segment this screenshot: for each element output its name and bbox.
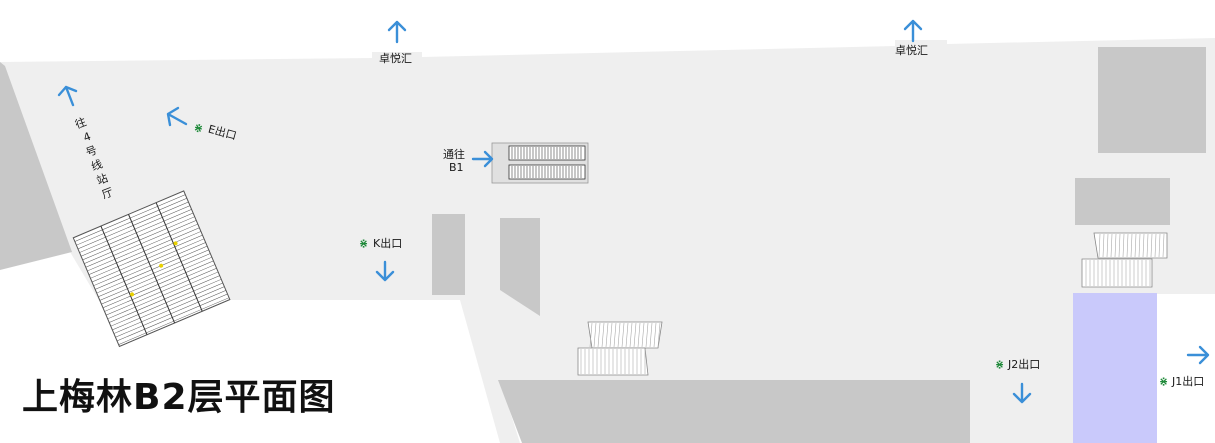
arrow-icon <box>166 106 188 127</box>
arrow-icon <box>387 20 407 44</box>
arrow-icon <box>1012 382 1032 404</box>
label-to-line4: 往 4 号 线 站 厅 <box>73 114 115 201</box>
hatch-line <box>1118 233 1121 258</box>
hatch-line <box>641 322 645 348</box>
hatch-line <box>613 322 617 348</box>
hatch-line <box>629 322 633 348</box>
svg-text:4: 4 <box>81 130 92 145</box>
concourse-floor <box>0 38 1215 443</box>
label-zhuoyue-left: 卓悦汇 <box>379 51 412 65</box>
hatch-line <box>649 322 653 348</box>
column <box>432 214 465 295</box>
label-to-b1-line2: B1 <box>449 161 464 174</box>
stairs-middle-lines <box>580 322 661 374</box>
label-zhuoyue-right: 卓悦汇 <box>895 43 928 57</box>
hatch-line <box>645 322 649 348</box>
svg-text:站: 站 <box>94 170 109 187</box>
arrow-icon <box>903 19 923 43</box>
label-to-b1-line1: 通往 <box>443 147 465 161</box>
column <box>500 218 540 316</box>
hatch-line <box>609 322 613 348</box>
svg-text:往: 往 <box>73 114 88 131</box>
hatch-line <box>1142 233 1145 258</box>
right-block-mid <box>1075 178 1170 225</box>
hatch-line <box>617 322 621 348</box>
arrow-icon <box>375 260 395 282</box>
exit-j1-label: J1出口 <box>1171 374 1204 388</box>
hatch-line <box>1126 233 1129 258</box>
exit-k-label: K出口 <box>373 236 402 250</box>
highlight-room <box>1073 293 1157 443</box>
hatch-line <box>1110 233 1113 258</box>
hatch-line <box>601 322 605 348</box>
left-wall <box>0 62 72 270</box>
metro-logo-icon: ⋇ <box>1159 375 1168 388</box>
hatch-line <box>625 322 629 348</box>
hatch-line <box>1102 233 1105 258</box>
hatch-line <box>621 322 625 348</box>
hatch-line <box>1106 233 1109 258</box>
hatch-line <box>593 322 597 348</box>
hatch-line <box>657 322 661 348</box>
arrow-icon <box>471 150 494 168</box>
hatch-line <box>1162 233 1165 258</box>
metro-logo-icon: ⋇ <box>192 121 204 136</box>
metro-logo-icon: ⋇ <box>995 358 1004 371</box>
hatch-line <box>637 322 641 348</box>
hatch-line <box>633 322 637 348</box>
arrow-icon <box>1186 345 1210 365</box>
escalator-to-b1 <box>491 142 589 184</box>
hatch-line <box>653 322 657 348</box>
svg-text:线: 线 <box>89 156 104 173</box>
metro-logo-icon: ⋇ <box>359 237 368 250</box>
hatch-line <box>1114 233 1117 258</box>
hatch-line <box>1154 233 1157 258</box>
hatch-line <box>589 322 593 348</box>
hatch-line <box>1158 233 1161 258</box>
hatch-line <box>1134 233 1137 258</box>
svg-text:厅: 厅 <box>100 185 115 201</box>
hatch-line <box>1138 233 1141 258</box>
exit-j2-label: J2出口 <box>1007 357 1040 371</box>
arrow-icon <box>57 85 78 107</box>
right-block-top <box>1098 47 1206 153</box>
hatch-line <box>1122 233 1125 258</box>
escalator-line4 <box>72 190 231 348</box>
page-title: 上梅林B2层平面图 <box>22 377 336 418</box>
svg-text:号: 号 <box>84 143 99 159</box>
hatch-line <box>1150 233 1153 258</box>
bottom-wall <box>498 380 970 443</box>
hatch-line <box>605 322 609 348</box>
hatch-line <box>1146 233 1149 258</box>
hatch-line <box>597 322 601 348</box>
hatch-line <box>1098 233 1101 258</box>
stairs-right <box>1081 232 1168 288</box>
hatch-line <box>1130 233 1133 258</box>
